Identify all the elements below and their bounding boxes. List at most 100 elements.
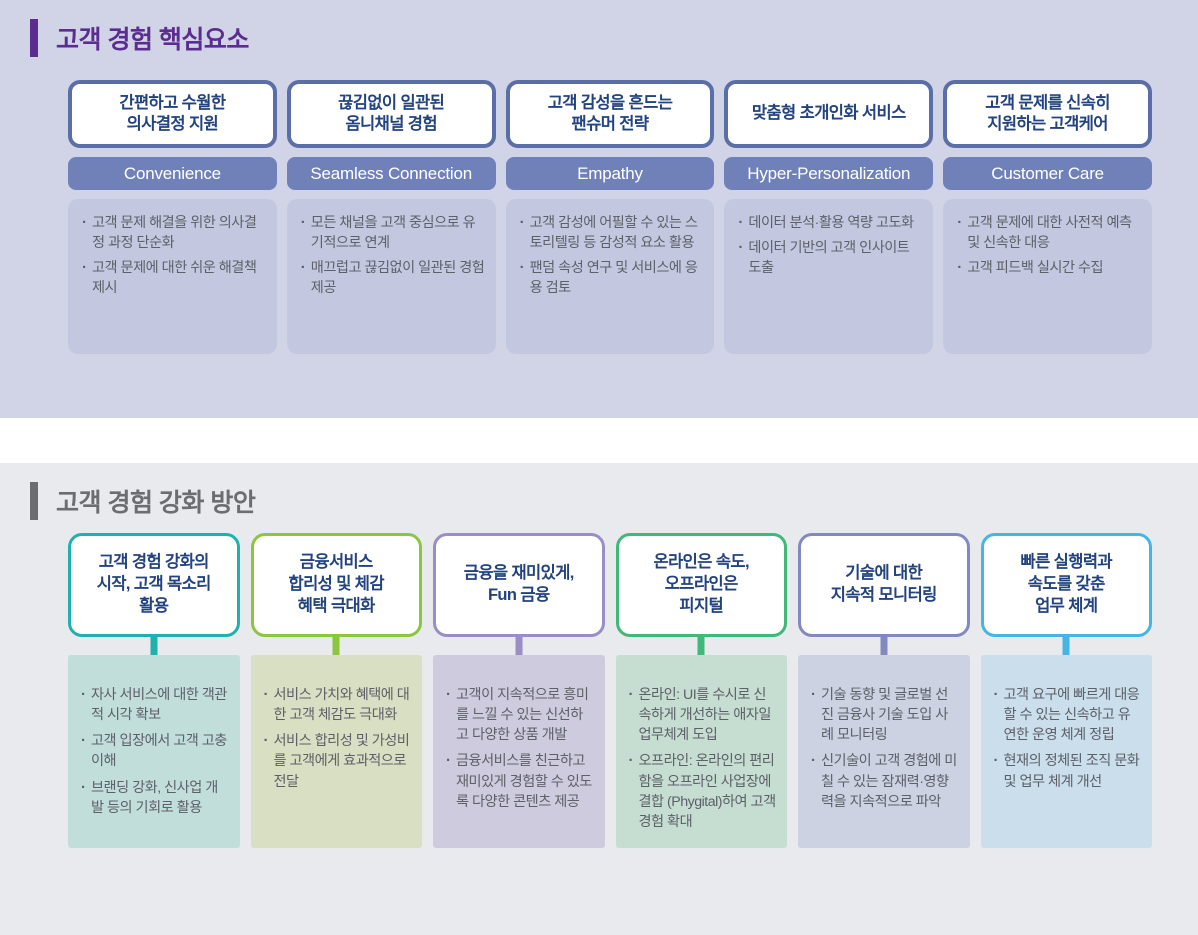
bullet-item: 고객 문제 해결을 위한 의사결정 과정 단순화 (82, 212, 267, 253)
core-element-bullet-list: 고객 문제 해결을 위한 의사결정 과정 단순화고객 문제에 대한 쉬운 해결책… (82, 212, 267, 299)
bullet-item: 금융서비스를 친근하고 재미있게 경험할 수 있도록 다양한 콘텐츠 제공 (446, 750, 595, 811)
core-element-label[interactable]: Seamless Connection (286, 157, 496, 190)
heading-line: 금융을 재미있게, (463, 564, 575, 583)
heading-line: 빠른 실행력과 (1020, 553, 1113, 572)
heading-line: 속도를 갖춘 (1027, 575, 1105, 594)
bullet-item: 브랜딩 강화, 신사업 개발 등의 기회로 활용 (81, 777, 230, 818)
section-header-plans: 고객 경험 강화 방안 (0, 463, 1198, 525)
plan-heading[interactable]: 금융을 재미있게, Fun 금융 (433, 533, 605, 637)
heading-line: 온라인은 속도, (653, 553, 750, 572)
heading-line: Fun 금융 (487, 586, 550, 604)
plan-column: 온라인은 속도, 오프라인은피지털온라인: UI를 수시로 신속하게 개선하는 애… (615, 533, 787, 849)
bullet-item: 서비스 가치와 혜택에 대한 고객 체감도 극대화 (264, 684, 413, 725)
bullet-item: 서비스 합리성 및 가성비를 고객에게 효과적으로 전달 (264, 730, 413, 791)
bullet-item: 오프라인: 온라인의 편리함을 오프라인 사업장에 결합 (Phygital)하… (629, 750, 778, 832)
plan-bullet-list: 고객 요구에 빠르게 대응할 수 있는 신속하고 유연한 운영 체계 정립현재의… (994, 684, 1143, 792)
core-element-body: 고객 문제에 대한 사전적 예측 및 신속한 대응고객 피드백 실시간 수집 (943, 199, 1152, 354)
heading-line: 지원하는 고객케어 (987, 115, 1108, 133)
heading-line: 고객 경험 강화의 (98, 553, 210, 572)
accent-bar-icon (30, 482, 38, 520)
plan-body: 고객 요구에 빠르게 대응할 수 있는 신속하고 유연한 운영 체계 정립현재의… (980, 655, 1152, 849)
heading-line: 고객 감성을 흔드는 (547, 93, 673, 112)
heading-line: 옴니채널 경험 (345, 115, 437, 133)
core-element-bullet-list: 고객 문제에 대한 사전적 예측 및 신속한 대응고객 피드백 실시간 수집 (957, 212, 1142, 279)
plan-body: 온라인: UI를 수시로 신속하게 개선하는 애자일 업무체계 도입오프라인: … (615, 655, 787, 849)
heading-line: 끊김없이 일관된 (338, 93, 445, 112)
heading-line: 의사결정 지원 (126, 115, 219, 133)
core-element-label[interactable]: Hyper-Personalization (724, 157, 934, 190)
accent-bar-icon (30, 19, 38, 57)
core-element-body: 고객 문제 해결을 위한 의사결정 과정 단순화고객 문제에 대한 쉬운 해결책… (68, 199, 277, 354)
heading-line: 금융서비스 (299, 553, 374, 572)
heading-line: 시작, 고객 목소리 (96, 575, 212, 594)
heading-line: 맞춤형 초개인화 서비스 (751, 104, 906, 123)
plan-body: 자사 서비스에 대한 객관적 시각 확보고객 입장에서 고객 고충 이해브랜딩 … (68, 655, 240, 849)
core-element-body: 모든 채널을 고객 중심으로 유기적으로 연계매끄럽고 끊김없이 일관된 경험 … (286, 199, 496, 354)
core-element-label[interactable]: Customer Care (943, 157, 1152, 190)
heading-line: 혜택 극대화 (297, 596, 375, 615)
plan-bullet-list: 자사 서비스에 대한 객관적 시각 확보고객 입장에서 고객 고충 이해브랜딩 … (81, 684, 230, 818)
core-element-bullet-list: 고객 감성에 어필할 수 있는 스토리텔링 등 감성적 요소 활용팬덤 속성 연… (520, 212, 705, 299)
core-element-heading[interactable]: 맞춤형 초개인화 서비스 (724, 80, 934, 148)
page-title-core: 고객 경험 핵심요소 (56, 26, 249, 54)
bullet-item: 고객 요구에 빠르게 대응할 수 있는 신속하고 유연한 운영 체계 정립 (994, 684, 1143, 745)
bullet-item: 모든 채널을 고객 중심으로 유기적으로 연계 (301, 212, 486, 253)
bullet-item: 매끄럽고 끊김없이 일관된 경험 제공 (301, 257, 486, 298)
page-title-plans: 고객 경험 강화 방안 (56, 489, 256, 517)
plan-bullet-list: 기술 동향 및 글로벌 선진 금융사 기술 도입 사례 모니터링신기술이 고객 … (811, 684, 960, 812)
bullet-item: 고객이 지속적으로 흥미를 느낄 수 있는 신선하고 다양한 상품 개발 (446, 684, 595, 745)
plan-body: 기술 동향 및 글로벌 선진 금융사 기술 도입 사례 모니터링신기술이 고객 … (798, 655, 970, 849)
heading-line: 업무 체계 (1035, 596, 1098, 615)
bullet-item: 고객 문제에 대한 쉬운 해결책 제시 (82, 257, 267, 298)
bullet-item: 고객 피드백 실시간 수집 (957, 257, 1142, 278)
bullet-item: 현재의 정체된 조직 문화 및 업무 체계 개선 (994, 750, 1143, 791)
heading-line: 팬슈머 전략 (571, 115, 649, 133)
bullet-item: 고객 입장에서 고객 고충 이해 (81, 730, 230, 771)
core-element-column: 맞춤형 초개인화 서비스 Hyper-Personalization 데이터 분석·… (724, 80, 934, 354)
heading-line: 피지털 (679, 596, 724, 615)
heading-line: 합리성 및 체감 (288, 575, 385, 594)
heading-line: 활용 (139, 596, 169, 615)
core-element-body: 데이터 분석·활용 역량 고도화데이터 기반의 고객 인사이트 도출 (724, 199, 934, 354)
plan-bullet-list: 서비스 가치와 혜택에 대한 고객 체감도 극대화서비스 합리성 및 가성비를 … (264, 684, 413, 792)
core-element-bullet-list: 모든 채널을 고객 중심으로 유기적으로 연계매끄럽고 끊김없이 일관된 경험 … (301, 212, 486, 299)
plan-body: 고객이 지속적으로 흥미를 느낄 수 있는 신선하고 다양한 상품 개발금융서비… (433, 655, 605, 849)
heading-line: 기술에 대한 (845, 564, 923, 583)
bullet-item: 고객 문제에 대한 사전적 예측 및 신속한 대응 (957, 212, 1142, 253)
core-element-label[interactable]: Convenience (68, 157, 277, 190)
bullet-item: 데이터 기반의 고객 인사이트 도출 (738, 237, 923, 278)
plan-bullet-list: 고객이 지속적으로 흥미를 느낄 수 있는 신선하고 다양한 상품 개발금융서비… (446, 684, 595, 812)
bullet-item: 신기술이 고객 경험에 미칠 수 있는 잠재력·영향력을 지속적으로 파악 (811, 750, 960, 811)
core-element-label[interactable]: Empathy (505, 157, 715, 190)
plan-column: 금융을 재미있게, Fun 금융고객이 지속적으로 흥미를 느낄 수 있는 신선하… (433, 533, 605, 849)
bullet-item: 온라인: UI를 수시로 신속하게 개선하는 애자일 업무체계 도입 (629, 684, 778, 745)
heading-line: 지속적 모니터링 (830, 586, 938, 604)
heading-line: 오프라인은 (664, 575, 739, 594)
plan-bullet-list: 온라인: UI를 수시로 신속하게 개선하는 애자일 업무체계 도입오프라인: … (629, 684, 778, 832)
bullet-item: 기술 동향 및 글로벌 선진 금융사 기술 도입 사례 모니터링 (811, 684, 960, 745)
bullet-item: 자사 서비스에 대한 객관적 시각 확보 (81, 684, 230, 725)
plan-body: 서비스 가치와 혜택에 대한 고객 체감도 극대화서비스 합리성 및 가성비를 … (250, 655, 422, 849)
bullet-item: 고객 감성에 어필할 수 있는 스토리텔링 등 감성적 요소 활용 (520, 212, 705, 253)
